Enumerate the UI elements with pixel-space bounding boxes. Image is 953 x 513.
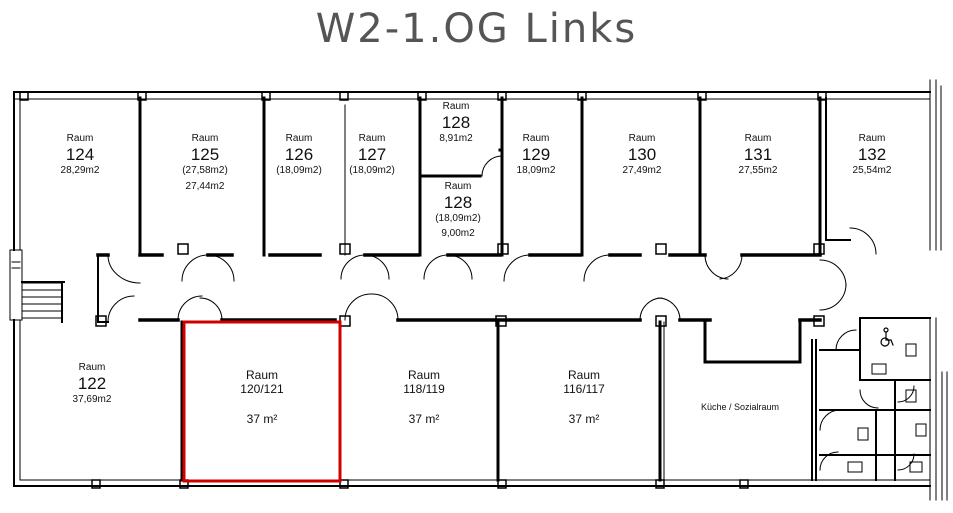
door-swing	[819, 259, 847, 287]
room-116-117: Raum 116/117 37 m²	[563, 368, 605, 427]
column	[497, 479, 507, 489]
stair-steps	[11, 261, 63, 319]
room-132: Raum 132 25,54m2	[852, 133, 892, 176]
room-kitchen: Küche / Sozialraum	[700, 402, 780, 412]
door-swing	[897, 385, 915, 403]
room-125: Raum 125 (27,58m2) 27,44m2	[182, 133, 228, 192]
column	[813, 315, 825, 327]
door-swing	[481, 155, 503, 177]
column	[95, 315, 107, 327]
room-127: Raum 127 (18,09m2)	[349, 133, 395, 176]
column	[339, 91, 349, 101]
column	[497, 91, 507, 101]
wc-wall	[819, 349, 931, 481]
door-swing	[181, 254, 235, 282]
door-swing	[503, 254, 531, 282]
door-swing	[344, 293, 399, 321]
toilet-fixture	[905, 343, 917, 357]
door-swing	[897, 453, 915, 471]
corridor-wall-left	[97, 254, 109, 323]
stair	[9, 249, 23, 321]
toilet-fixture	[847, 461, 863, 473]
door-swing	[704, 254, 743, 280]
door-swing	[340, 254, 390, 280]
door-swing	[423, 254, 473, 280]
room-131: Raum 131 27,55m2	[738, 133, 778, 176]
column	[339, 479, 349, 489]
kitchen-wall	[811, 339, 817, 481]
column	[19, 91, 29, 101]
column	[655, 243, 667, 255]
stair-wall	[21, 281, 65, 323]
toilet-fixture	[909, 461, 923, 473]
column	[417, 91, 427, 101]
column	[339, 243, 351, 255]
column	[137, 91, 147, 101]
door-swing	[819, 283, 847, 311]
door-swing	[835, 329, 857, 351]
column	[697, 91, 707, 101]
room-120-121: Raum 120/121 37 m²	[240, 368, 284, 427]
column	[813, 243, 825, 255]
door-swing	[639, 297, 681, 321]
column	[91, 479, 101, 489]
plan-title: W2-1.OG Links	[315, 6, 638, 52]
toilet-fixture	[857, 427, 869, 441]
room-130: Raum 130 27,49m2	[622, 133, 662, 176]
door-swing	[583, 254, 611, 282]
column	[739, 479, 749, 489]
toilet-fixture	[915, 423, 927, 437]
accessible-wc-icon	[880, 327, 894, 347]
door-swing	[819, 409, 841, 431]
column	[495, 315, 507, 327]
column	[817, 91, 827, 101]
outer-wall	[929, 79, 942, 251]
door-swing	[819, 451, 839, 471]
column	[261, 91, 271, 101]
toilet-fixture	[905, 389, 917, 403]
door-swing	[107, 254, 141, 284]
door-swing	[849, 227, 877, 255]
wc-wall	[859, 317, 931, 381]
toilet-fixture	[871, 363, 887, 375]
partition	[825, 97, 851, 241]
column	[497, 243, 509, 255]
column	[177, 243, 189, 255]
column	[577, 91, 587, 101]
room-124: Raum 124 28,29m2	[60, 133, 100, 176]
room-126: Raum 126 (18,09m2)	[276, 133, 322, 176]
kitchen-wall	[703, 318, 802, 364]
room-118-119: Raum 118/119 37 m²	[403, 368, 445, 427]
door-swing	[107, 295, 135, 323]
facade-detail	[941, 371, 948, 501]
room-128-upper: Raum 128 8,91m2	[439, 101, 473, 144]
room-129: Raum 129 18,09m2	[516, 133, 556, 176]
highlight-room-120-121	[182, 320, 342, 483]
room-122: Raum 122 37,69m2	[72, 362, 112, 405]
door-swing	[177, 295, 223, 321]
door-swing	[859, 389, 879, 409]
room-128-lower: Raum 128 (18,09m2) 9,00m2	[435, 181, 481, 239]
